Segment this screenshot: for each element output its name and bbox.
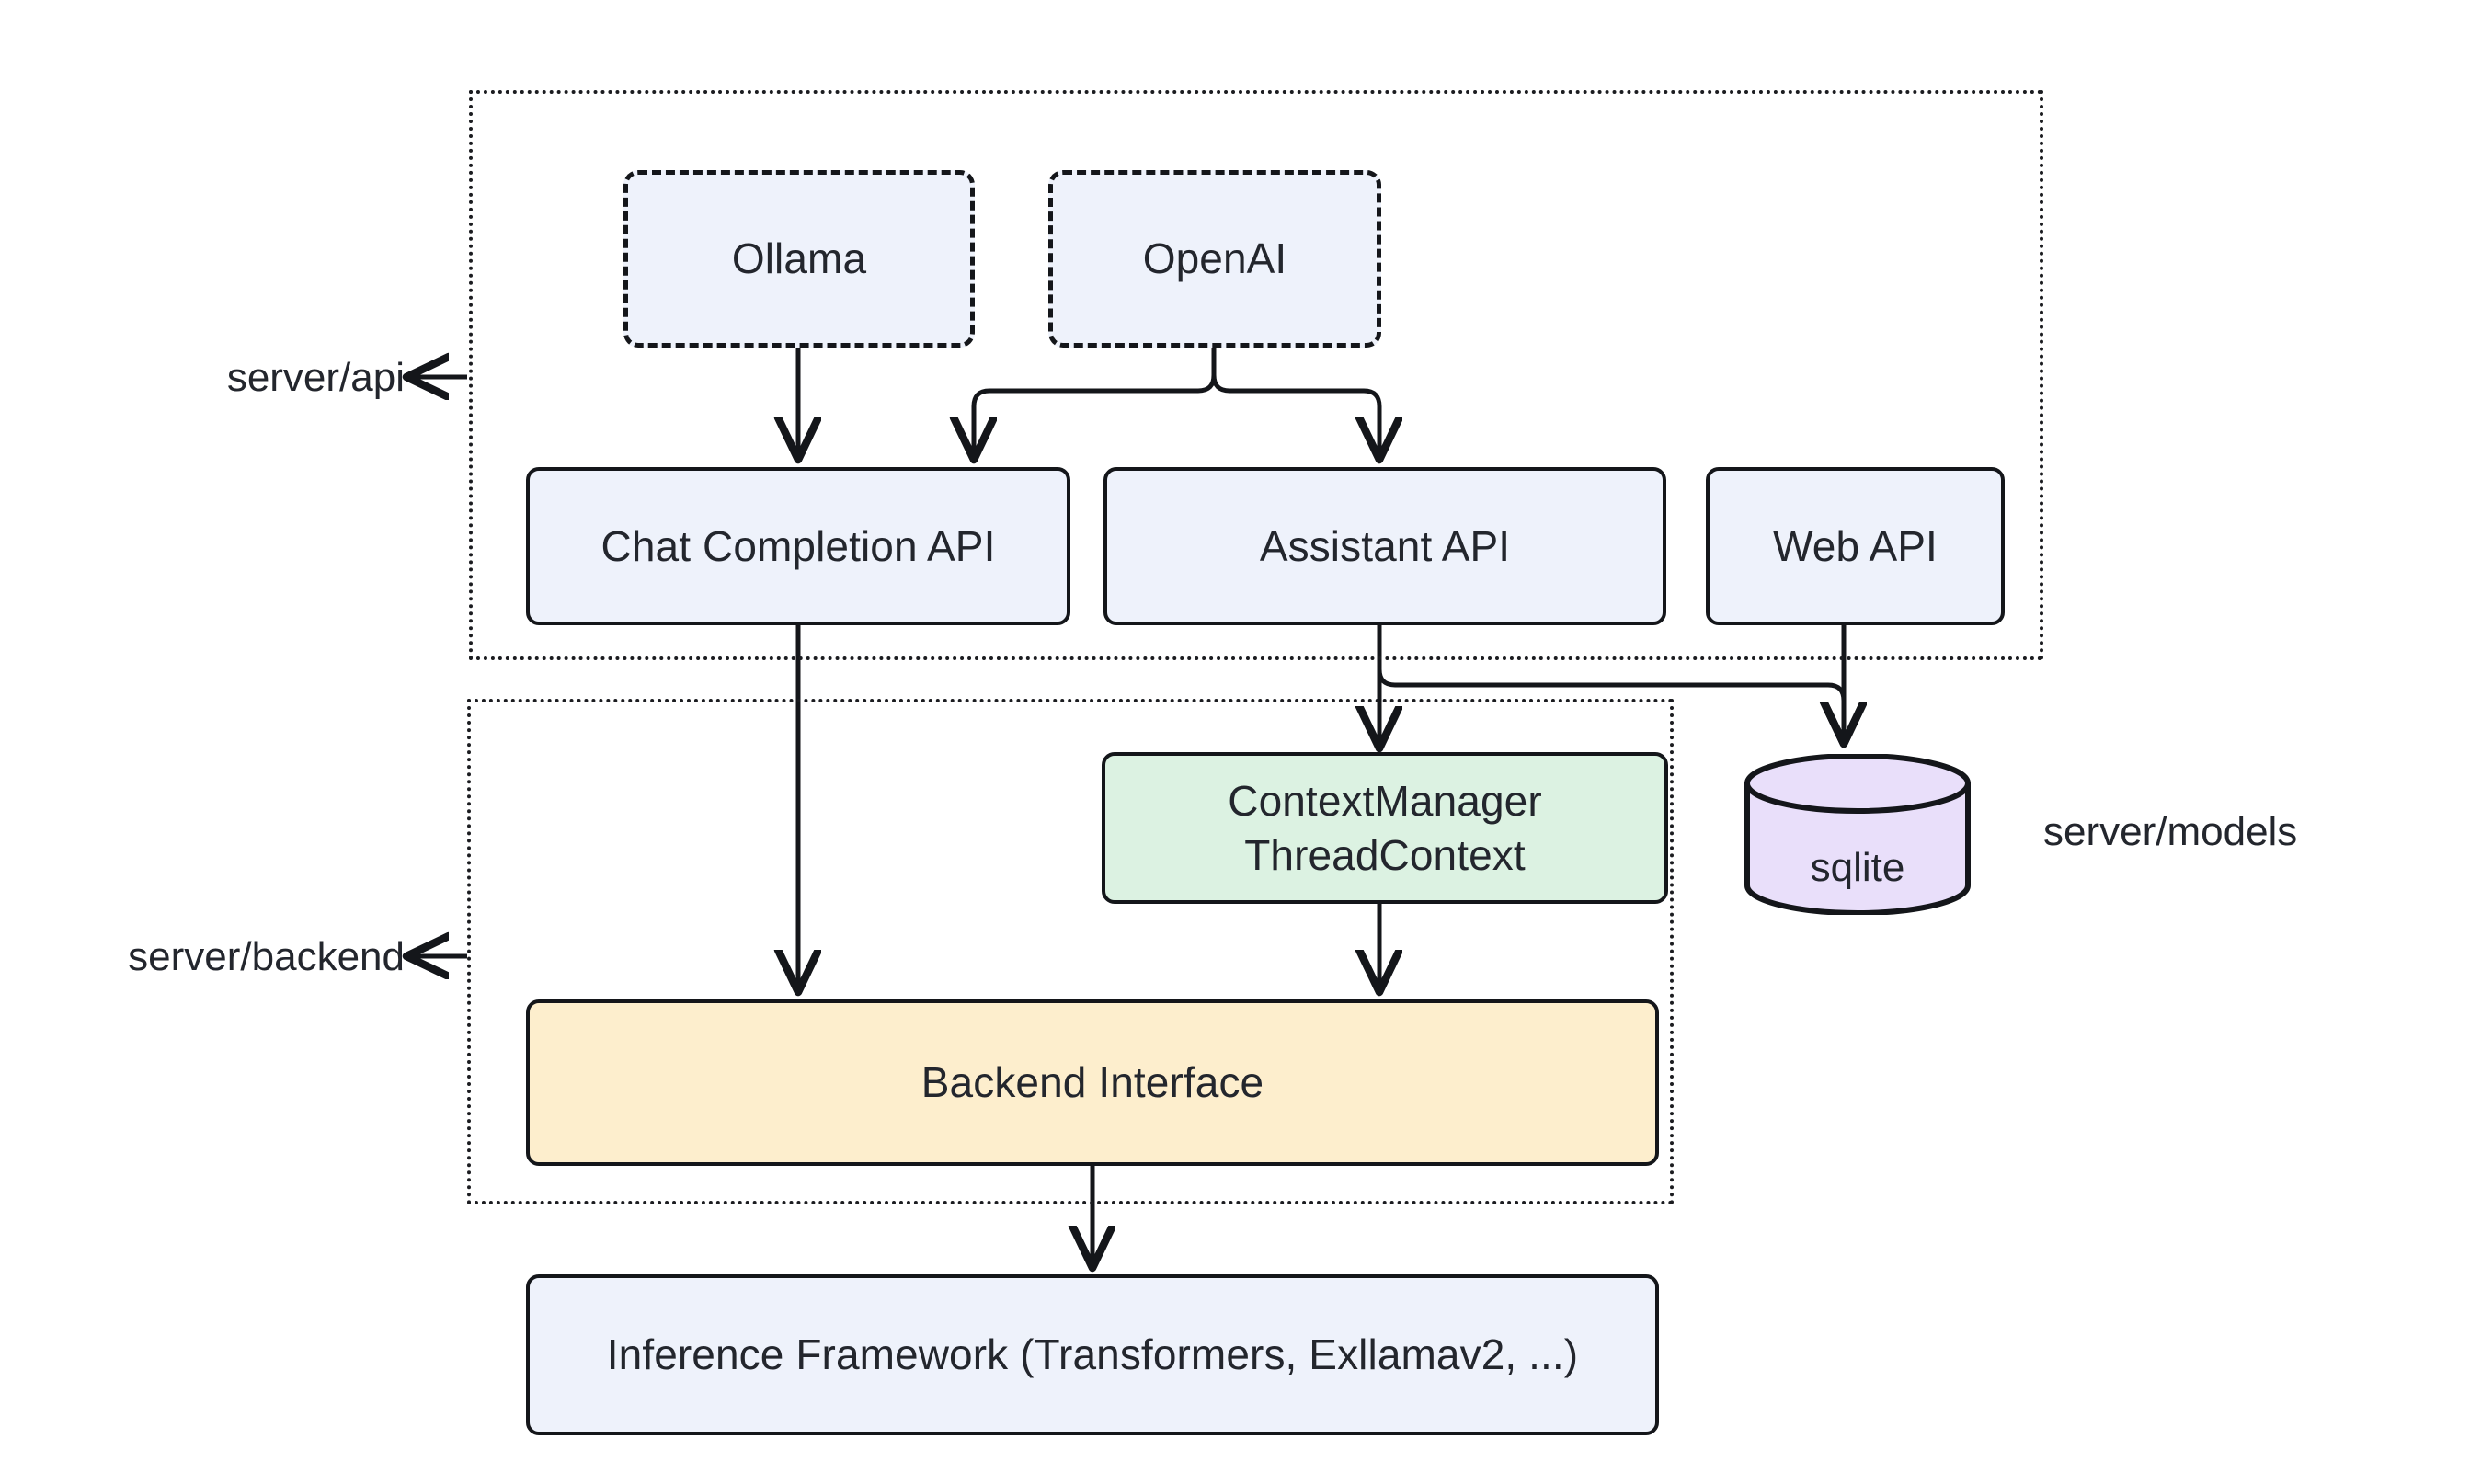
node-chat-completion-api[interactable]: Chat Completion API	[526, 467, 1070, 625]
node-context-manager-label-line2: ThreadContext	[1244, 830, 1526, 879]
node-assistant-api-label: Assistant API	[1259, 521, 1511, 570]
label-server-api: server/api	[226, 355, 405, 400]
node-openai[interactable]: OpenAI	[1048, 170, 1381, 348]
node-inference-framework-label: Inference Framework (Transformers, Exlla…	[606, 1330, 1579, 1379]
edge-openai-to-chat-completion	[974, 348, 1217, 456]
node-ollama-label: Ollama	[731, 234, 867, 283]
node-web-api[interactable]: Web API	[1706, 467, 2005, 625]
node-assistant-api[interactable]: Assistant API	[1103, 467, 1666, 625]
edge-openai-to-assistant-api	[1211, 348, 1379, 456]
label-server-models: server/models	[2043, 809, 2298, 854]
node-context-manager-label-line1: ContextManager	[1228, 776, 1542, 825]
node-backend-interface-label: Backend Interface	[921, 1058, 1264, 1107]
database-icon	[1744, 753, 1971, 916]
node-inference-framework[interactable]: Inference Framework (Transformers, Exlla…	[526, 1274, 1659, 1435]
node-sqlite[interactable]: sqlite	[1743, 753, 1973, 916]
node-web-api-label: Web API	[1773, 521, 1938, 570]
node-ollama[interactable]: Ollama	[623, 170, 975, 348]
edge-assistant-api-to-sqlite	[1377, 624, 1844, 740]
label-server-backend: server/backend	[128, 934, 405, 979]
node-context-manager[interactable]: ContextManager ThreadContext	[1102, 752, 1668, 904]
node-openai-label: OpenAI	[1142, 234, 1287, 283]
node-chat-completion-api-label: Chat Completion API	[600, 521, 996, 570]
node-backend-interface[interactable]: Backend Interface	[526, 999, 1659, 1166]
